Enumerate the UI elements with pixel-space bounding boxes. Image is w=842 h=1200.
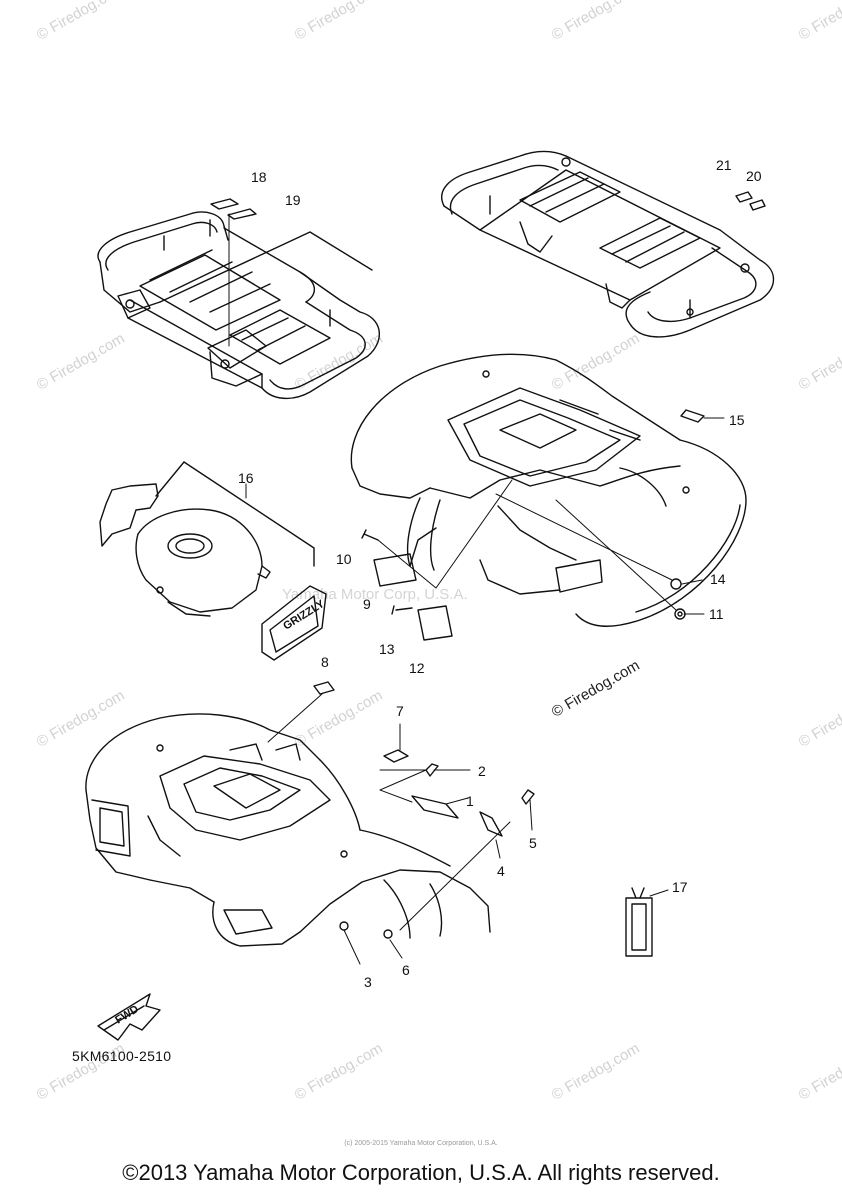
callout-5: 5 bbox=[529, 835, 537, 851]
callout-21: 21 bbox=[716, 157, 732, 173]
callout-14: 14 bbox=[710, 571, 726, 587]
callout-9: 9 bbox=[363, 596, 371, 612]
callout-6: 6 bbox=[402, 962, 410, 978]
callout-2: 2 bbox=[478, 763, 486, 779]
callout-20: 20 bbox=[746, 168, 762, 184]
callout-10: 10 bbox=[336, 551, 352, 567]
callout-13: 13 bbox=[379, 641, 395, 657]
callout-17: 17 bbox=[672, 879, 688, 895]
callout-1: 1 bbox=[466, 793, 474, 809]
callout-4: 4 bbox=[497, 863, 505, 879]
callout-18: 18 bbox=[251, 169, 267, 185]
callout-16: 16 bbox=[238, 470, 254, 486]
callout-15: 15 bbox=[729, 412, 745, 428]
small-copyright: (c) 2005-2015 Yamaha Motor Corporation, … bbox=[344, 1140, 498, 1147]
watermark-yamaha: Yamaha Motor Corp, U.S.A. bbox=[282, 586, 468, 603]
callout-11: 11 bbox=[709, 606, 724, 622]
tank-cover bbox=[99, 483, 327, 661]
callout-19: 19 bbox=[285, 192, 301, 208]
fwd-arrow bbox=[97, 993, 161, 1041]
rear-carrier-rack bbox=[441, 150, 775, 338]
callout-8: 8 bbox=[321, 654, 329, 670]
front-fender bbox=[85, 713, 491, 947]
front-carrier-rack bbox=[97, 211, 381, 399]
callout-7: 7 bbox=[396, 703, 404, 719]
part-code: 5KM6100-2510 bbox=[72, 1048, 172, 1064]
rear-fender bbox=[350, 353, 747, 627]
callout-3: 3 bbox=[364, 974, 372, 990]
callout-12: 12 bbox=[409, 660, 425, 676]
copyright-footer: ©2013 Yamaha Motor Corporation, U.S.A. A… bbox=[122, 1160, 720, 1185]
